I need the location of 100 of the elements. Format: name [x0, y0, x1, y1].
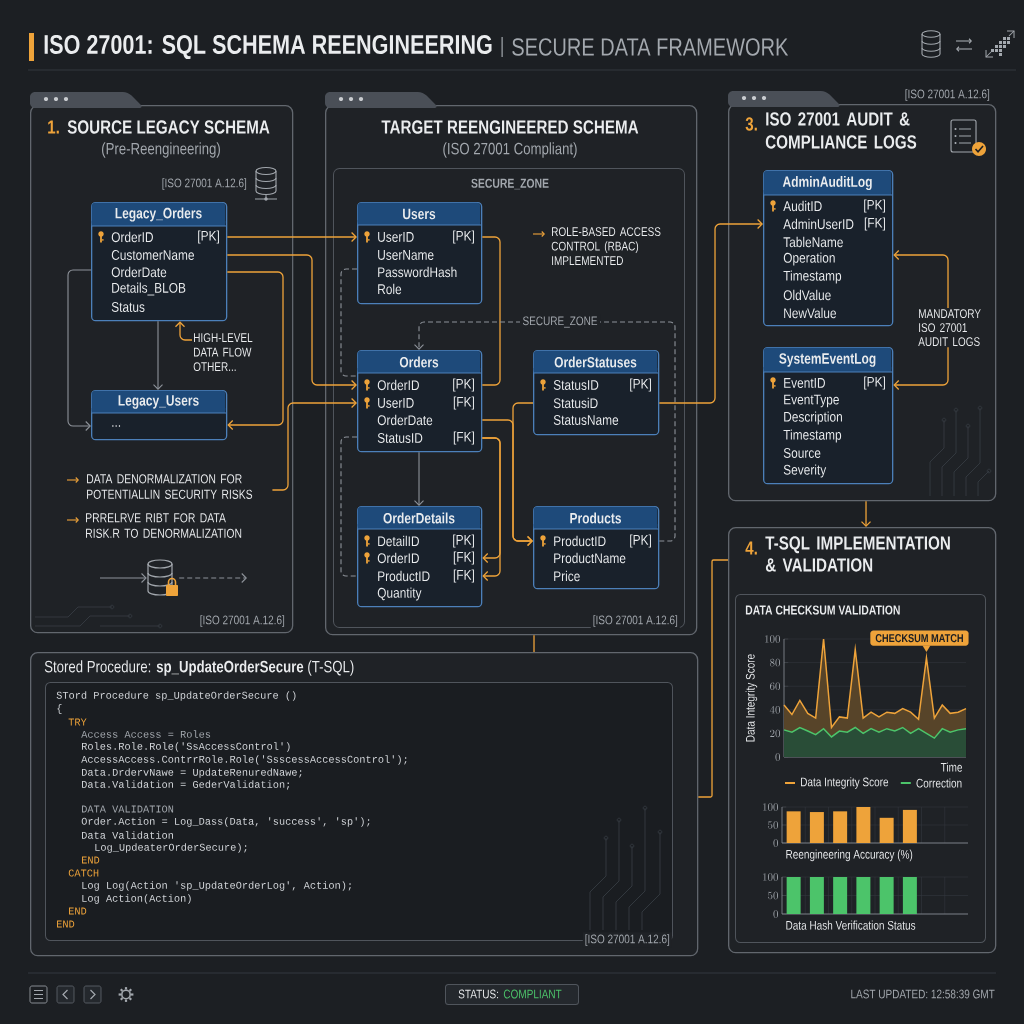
connector-line — [340, 268, 358, 377]
arrow — [67, 269, 92, 432]
key-tag: [FK] — [453, 431, 474, 445]
reference-tag: [ISO 27001 A.12.6] — [905, 89, 990, 101]
key-tag: [FK] — [453, 396, 474, 410]
column-name: Role — [378, 283, 402, 295]
y-tick-label: 0 — [773, 910, 779, 918]
y-tick-label: 80 — [769, 658, 781, 667]
table-name: Users — [403, 208, 436, 220]
code-line: Data Validation — [82, 831, 173, 839]
bar — [809, 812, 824, 844]
connector-line — [340, 436, 358, 577]
column-name: Quantity — [377, 587, 422, 601]
reference-tag: [ISO 27001 A.12.6] — [162, 178, 247, 190]
callout-label: CHECKSUM MATCH — [870, 630, 969, 652]
column-name: OrderID — [377, 552, 419, 564]
table-name: OrderDetails — [383, 512, 455, 524]
code-line: DATA VALIDATION — [82, 805, 174, 813]
note-text: ROLE-BASED ACCESS CONTROL (RBAC) IMPLEMENTED — [551, 227, 661, 265]
column-name: CustomerName — [111, 250, 194, 260]
status-label: STATUS: — [458, 989, 499, 999]
subtitle: SECURE DATA FRAMEWORK — [512, 38, 789, 56]
arrow — [226, 254, 357, 391]
key-tag: [PK] — [453, 534, 474, 548]
y-tick-label: 50 — [768, 821, 779, 829]
legend-label: Correction — [916, 778, 962, 788]
database-table — [762, 347, 894, 485]
column-name: StatusID — [377, 433, 423, 443]
column-name: Source — [783, 448, 821, 458]
database-table — [356, 350, 483, 453]
database-table — [90, 390, 228, 441]
reference-tag: [ISO 27001 A.12.6] — [582, 932, 672, 948]
reference-tag: [ISO 27001 A.12.6] — [590, 613, 680, 629]
table-name: Legacy_Users — [118, 395, 199, 409]
code-line: END — [57, 920, 75, 928]
text: Data Integrity Score — [745, 654, 758, 742]
code-line: { — [57, 704, 62, 714]
column-name: Timestamp — [783, 429, 842, 443]
panel-subtitle: (Pre-Reengineering) — [102, 142, 220, 158]
y-tick-label: 100 — [763, 873, 779, 881]
key-tag: [FK] — [453, 569, 474, 583]
y-tick-label: 0 — [773, 839, 779, 847]
key-tag: [PK] — [198, 230, 219, 244]
y-tick-label: 50 — [768, 891, 779, 900]
key-tag: [PK] — [864, 199, 885, 213]
code-line: Data.DrdervNawe = UpdateRenuredNawe; — [82, 768, 302, 778]
table-name: Legacy_Orders — [115, 207, 202, 222]
bar — [856, 807, 871, 844]
panel-heading: ISO 27001 AUDIT & COMPLIANCE LOGS — [765, 112, 917, 149]
column-name: StatusiD — [553, 397, 598, 409]
key-tag: [FK] — [864, 217, 885, 231]
zone-label: SECURE_ZONE — [471, 178, 549, 190]
column-name: EventID — [784, 378, 825, 388]
column-name: Details_BLOB — [112, 282, 186, 296]
y-tick-label: 0 — [775, 753, 781, 761]
key-tag: [PK] — [630, 534, 651, 548]
key-tag: [FK] — [453, 551, 474, 565]
column-name: DetailID — [378, 535, 419, 547]
arrow — [413, 451, 425, 506]
column-name: Status — [111, 302, 145, 312]
column-name: AdminUserID — [783, 218, 854, 230]
panel-heading: SOURCE LEGACY SCHEMA — [67, 120, 270, 134]
column-name: StatusID — [553, 380, 599, 390]
column-name: OrderDate — [377, 414, 433, 426]
table-name: SystemEventLog — [779, 353, 876, 367]
arrow — [152, 320, 164, 390]
step-number: 1. — [48, 120, 59, 134]
column-name: EventType — [784, 394, 839, 408]
column-name: Operation — [783, 252, 835, 266]
status-badge — [445, 984, 579, 1005]
table-name: OrderStatuses — [554, 356, 637, 368]
key-tag: [PK] — [453, 230, 474, 244]
column-name: UserName — [378, 250, 434, 260]
code-line: Access Access = Roles — [81, 730, 211, 738]
code-line: TRY — [68, 718, 87, 726]
title: ISO 27001: SQL SCHEMA REENGINEERING — [44, 34, 492, 60]
code-line: END — [69, 907, 87, 915]
table-name: Products — [570, 512, 621, 524]
database-table — [356, 506, 483, 608]
bar — [879, 817, 894, 844]
x-axis-title: Data Hash Verification Status — [786, 920, 916, 930]
column-name: ProductID — [554, 535, 606, 547]
column-name: Timestamp — [783, 270, 842, 284]
bar — [902, 809, 917, 844]
column-name: AuditID — [783, 200, 822, 212]
code-line: END — [82, 856, 100, 864]
column-name: OrderDate — [111, 266, 167, 278]
x-axis-title: Reengineering Accuracy (%) — [786, 849, 913, 862]
step-number: 3. — [745, 117, 757, 131]
step-number: 4. — [745, 541, 757, 555]
y-tick-label: 100 — [763, 803, 779, 811]
column-name: OrderID — [377, 379, 419, 391]
column-name: ... — [112, 425, 121, 427]
column-name: Severity — [783, 464, 827, 478]
y-tick-label: 20 — [770, 729, 781, 738]
arrow — [226, 231, 357, 243]
code-line: Log Log(Action 'sp_UpdateOrderLog', Action); — [82, 881, 351, 891]
column-name: UserID — [378, 398, 414, 408]
arrow — [174, 321, 193, 341]
code-line: Order.Action = Log_Dass(Data, 'success', 'sp'); — [81, 817, 370, 827]
